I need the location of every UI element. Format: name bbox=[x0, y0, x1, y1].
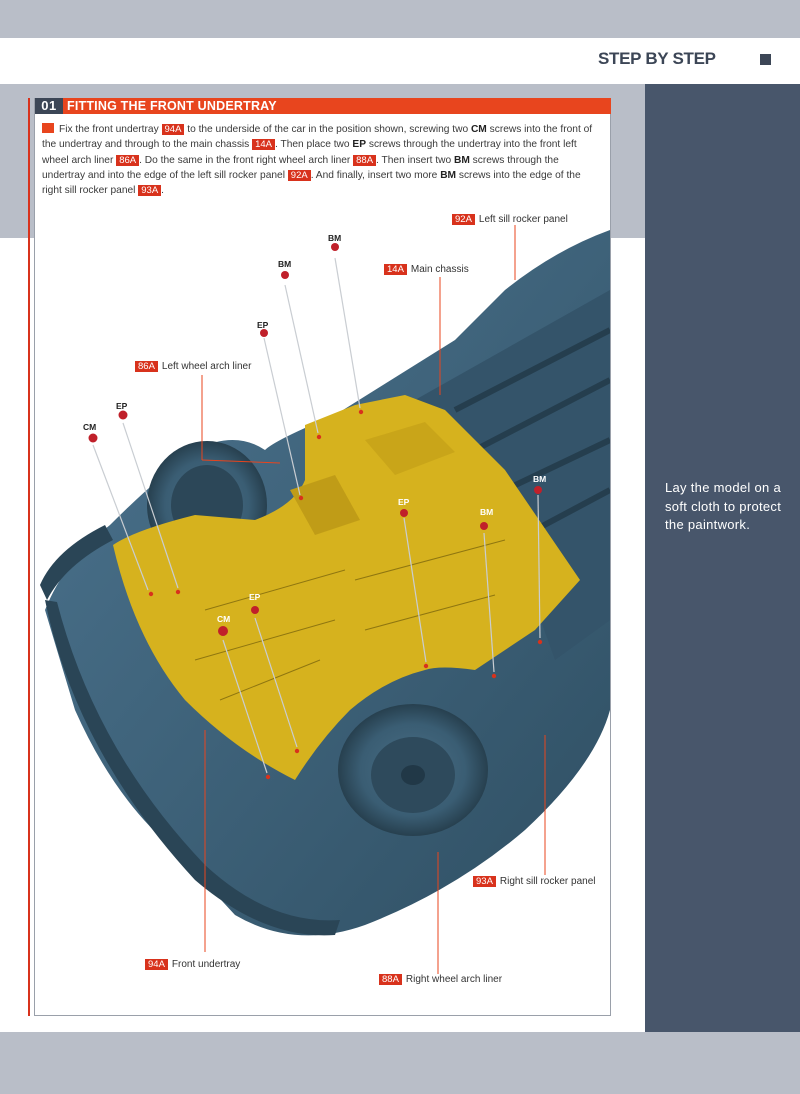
step-heading-bar bbox=[35, 98, 611, 114]
front-undertray bbox=[113, 395, 580, 780]
part-code: 86A bbox=[116, 154, 140, 166]
instruction-run: . Do the same in the front right wheel a… bbox=[139, 154, 354, 166]
screw-code: BM bbox=[440, 169, 457, 181]
part-name: Front undertray bbox=[171, 959, 241, 970]
part-code: 92A bbox=[452, 214, 475, 225]
screw-label-cm: CM bbox=[83, 422, 97, 432]
instruction-run: screws into the edge of the right sill r… bbox=[42, 169, 581, 197]
part-name: Right wheel arch liner bbox=[405, 974, 503, 985]
screw-code: EP bbox=[352, 139, 367, 151]
part-code: 94A bbox=[161, 124, 185, 135]
instruction-run: . And finally, insert two more bbox=[310, 169, 441, 181]
front-bumper bbox=[40, 525, 113, 600]
instruction-run: screws through the undertray into the fr… bbox=[42, 139, 577, 166]
screw-code: CM bbox=[470, 124, 487, 135]
part-code: 86A bbox=[135, 361, 158, 372]
screw-label-ep: EP bbox=[398, 497, 410, 507]
instruction-run: to the underside of the car in the posit… bbox=[184, 124, 471, 135]
part-code: 94A bbox=[145, 959, 168, 970]
bottom-band bbox=[0, 1032, 800, 1094]
part-name: Left sill rocker panel bbox=[478, 214, 568, 225]
instruction-text: Fix the front undertray 94A to the under… bbox=[42, 124, 593, 197]
screw-code: BM bbox=[454, 154, 470, 166]
instruction-run: . Then place two bbox=[275, 139, 353, 151]
step-number: 01 bbox=[35, 98, 63, 114]
instruction-run: Fix the front undertray bbox=[59, 124, 162, 135]
sidebar bbox=[645, 84, 800, 1032]
screw-label-bm: BM bbox=[328, 233, 342, 243]
screw-label-bm: BM bbox=[533, 474, 547, 484]
screw-label-ep: EP bbox=[116, 401, 128, 411]
instruction-run: screws into the front of the undertray a… bbox=[42, 124, 593, 151]
screw-label-bm: BM bbox=[480, 507, 494, 517]
screw-label-ep: EP bbox=[257, 320, 269, 330]
part-code: 93A bbox=[138, 185, 162, 197]
top-band bbox=[0, 0, 800, 38]
car-underside-diagram bbox=[40, 225, 610, 974]
instruction-run: . bbox=[161, 185, 165, 197]
bullet-icon bbox=[42, 123, 54, 133]
part-code: 14A bbox=[384, 264, 407, 275]
screw-label-cm: CM bbox=[217, 614, 231, 624]
part-name: Main chassis bbox=[410, 264, 469, 275]
margin-rule bbox=[28, 98, 30, 1016]
part-code: 88A bbox=[379, 974, 402, 985]
step-title: FITTING THE FRONT UNDERTRAY bbox=[67, 99, 277, 113]
sidebar-tip: Lay the model on a soft cloth to protect… bbox=[665, 480, 782, 532]
part-code: 14A bbox=[252, 139, 276, 151]
instruction-run: . Then insert two bbox=[376, 154, 454, 166]
header-square-icon bbox=[760, 54, 771, 65]
header-title: STEP BY STEP bbox=[598, 49, 716, 68]
step-instructions: Fix the front undertray 94A to the under… bbox=[42, 122, 598, 198]
part-code: 88A bbox=[353, 154, 377, 166]
part-name: Left wheel arch liner bbox=[161, 361, 252, 372]
instruction-run: screws through the undertray and into th… bbox=[42, 154, 559, 181]
screw-label-bm: BM bbox=[278, 259, 292, 269]
part-name: Right sill rocker panel bbox=[499, 876, 596, 887]
part-code: 93A bbox=[473, 876, 496, 887]
screw-label-ep: EP bbox=[249, 592, 261, 602]
part-code: 92A bbox=[287, 169, 311, 181]
